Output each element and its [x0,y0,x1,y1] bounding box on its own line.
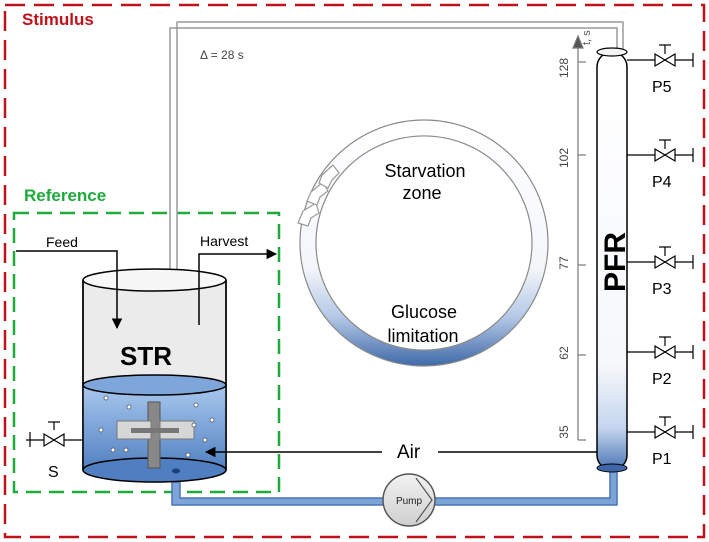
delta-label: Δ = 28 s [200,48,244,62]
sample-valve-icon-p4[interactable] [627,139,694,163]
pump-label: Pump [396,496,423,507]
sample-port-label-p2: P2 [652,371,672,388]
air-label: Air [397,442,421,463]
axis-unit: t, s [581,30,593,45]
axis-tick-102: 102 [557,148,571,168]
starvation-ring [299,119,549,367]
sample-valve-icon-p2[interactable] [627,336,694,360]
pump-icon[interactable] [382,473,436,527]
time-axis [572,34,586,441]
sample-valve-icon-p1[interactable] [627,416,694,440]
str-sample-label: S [48,464,59,481]
stimulus-boundary [3,3,706,539]
str-vessel [82,268,227,483]
pfr-column [596,47,628,473]
feed-label: Feed [46,234,78,250]
axis-tick-77: 77 [557,256,571,270]
axis-tick-128: 128 [557,58,571,78]
stimulus-label: Stimulus [22,10,94,29]
sample-port-label-p3: P3 [652,281,672,298]
sample-valve-icon-p5[interactable] [627,44,694,68]
str-label: STR [120,341,172,371]
ring-bottom-line1: Glucose [391,302,457,322]
harvest-label: Harvest [200,233,248,249]
str-sample-valve-icon[interactable] [26,421,83,448]
harvest-line [198,248,278,325]
sample-valve-icon-p3[interactable] [627,246,694,270]
axis-tick-62: 62 [557,346,571,360]
ring-bottom-line2: limitation [387,326,458,346]
reference-boundary [12,211,281,494]
sample-port-label-p4: P4 [652,174,672,191]
sample-port-label-p1: P1 [652,451,672,468]
reference-label: Reference [24,186,106,205]
ring-top-line1: Starvation [384,161,465,181]
axis-tick-35: 35 [557,425,571,439]
pfr-label: PFR [599,232,632,292]
feed-line [16,250,123,330]
flow-chevrons-icon [297,164,340,227]
ring-top-line2: zone [402,183,441,203]
sample-port-label-p5: P5 [652,79,672,96]
